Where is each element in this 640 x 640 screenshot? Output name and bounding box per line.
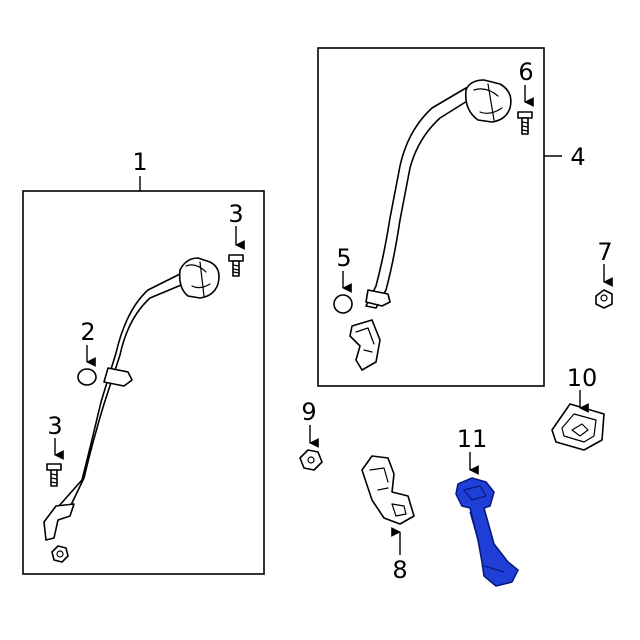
callout-8: 8: [392, 556, 407, 584]
callout-11: 11: [457, 425, 488, 453]
part-1-lower-anchor: [43, 503, 75, 541]
callout-3a: 3: [228, 200, 243, 228]
part-group-4: [317, 47, 562, 387]
part-2-clip: [77, 368, 97, 386]
part-5-clip: [333, 294, 353, 314]
part-8-buckle-bracket: [361, 455, 415, 525]
part-4-belt-guide: [365, 289, 391, 307]
part-1-anchor-nut: [51, 545, 69, 563]
part-4-lower-bracket: [349, 319, 381, 371]
part-6-bolt: [517, 111, 533, 135]
part-10-bracket: [551, 403, 605, 451]
part-3-bolt-lower: [46, 463, 62, 487]
callout-1: 1: [132, 148, 147, 176]
part-4-frame: [317, 47, 545, 387]
part-group-1: [22, 176, 265, 575]
part-1-belt-webbing: [57, 272, 187, 508]
callout-9: 9: [301, 398, 316, 426]
callout-5: 5: [336, 244, 351, 272]
part-1-belt-guide: [103, 367, 133, 387]
part-1-frame: [22, 190, 265, 575]
part-4-retractor: [464, 79, 512, 123]
callout-6: 6: [518, 58, 533, 86]
callout-4: 4: [570, 143, 585, 171]
callout-3b: 3: [47, 412, 62, 440]
part-3-bolt-upper: [228, 254, 244, 277]
part-11-seat-belt-buckle: [455, 477, 519, 587]
part-4-belt-webbing: [365, 87, 473, 309]
part-1-retractor: [178, 257, 220, 299]
part-9-nut: [299, 449, 323, 471]
callout-2: 2: [80, 318, 95, 346]
callout-7: 7: [597, 238, 612, 266]
part-7-nut: [595, 289, 613, 309]
callout-10: 10: [567, 364, 598, 392]
